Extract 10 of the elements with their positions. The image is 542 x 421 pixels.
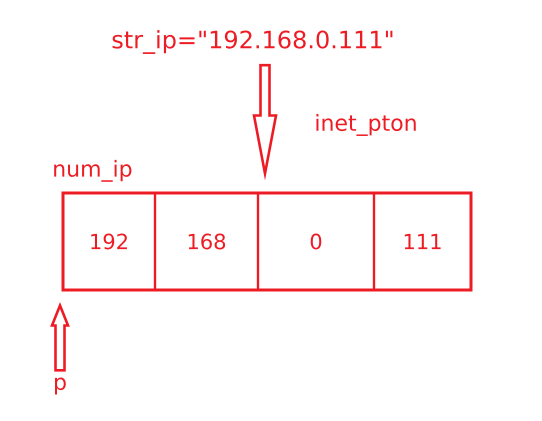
array-cell: 0 [256, 192, 376, 292]
array-cell: 111 [372, 192, 472, 292]
label-text: str_ip="192.168.0.111" [112, 30, 392, 54]
block-arrow [50, 302, 70, 372]
edge-label: inet_pton [316, 114, 416, 136]
node-label: num_ip [54, 160, 132, 182]
label-text: p [55, 378, 66, 394]
array-cell: 168 [154, 192, 260, 292]
array-cell: 192 [62, 192, 156, 292]
block-arrow [252, 64, 278, 180]
